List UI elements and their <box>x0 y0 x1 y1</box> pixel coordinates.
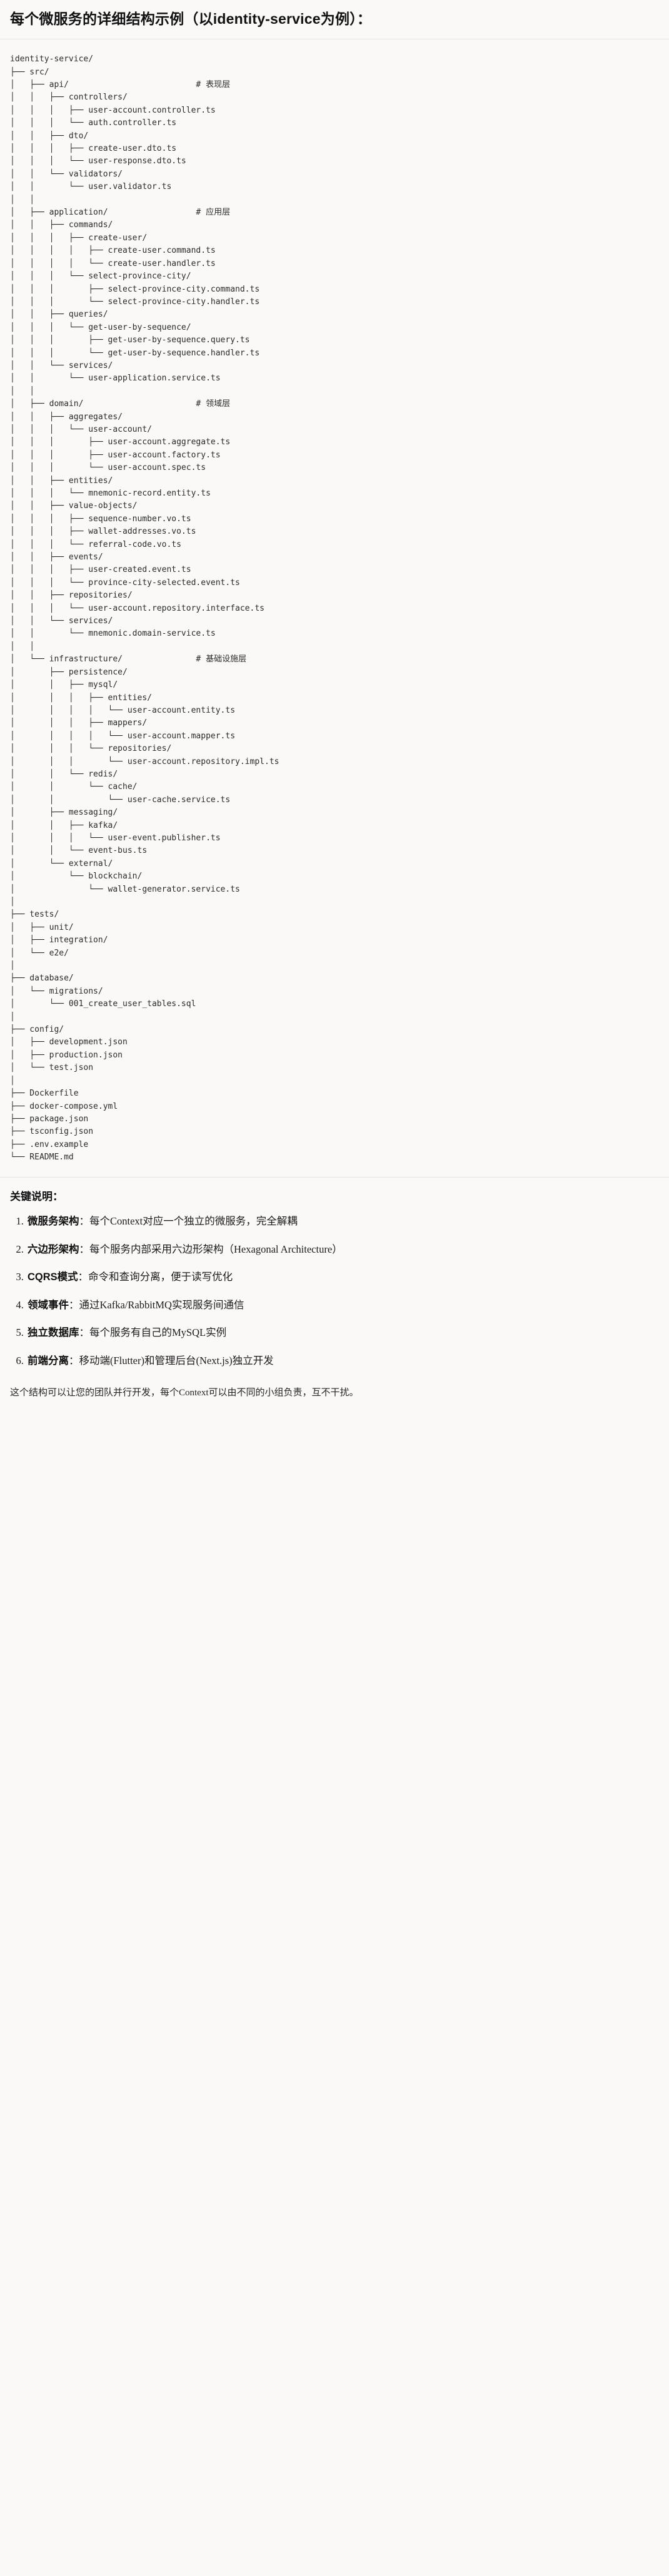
note-term: 独立数据库 <box>28 1327 79 1339</box>
note-body: ：移动端(Flutter)和管理后台(Next.js)独立开发 <box>69 1354 274 1367</box>
note-term: 领域事件 <box>28 1299 69 1311</box>
list-item: 六边形架构：每个服务内部采用六边形架构（Hexagonal Architectu… <box>26 1241 659 1258</box>
note-body: ：每个服务内部采用六边形架构（Hexagonal Architecture） <box>79 1243 343 1255</box>
document-page: 每个微服务的详细结构示例（以identity-service为例）： ident… <box>0 0 669 1414</box>
page-title: 每个微服务的详细结构示例（以identity-service为例）： <box>10 11 372 27</box>
key-notes-list: 微服务架构：每个Context对应一个独立的微服务，完全解耦 六边形架构：每个服… <box>10 1213 659 1369</box>
list-item: 独立数据库：每个服务有自己的MySQL实例 <box>26 1325 659 1341</box>
note-term: CQRS模式 <box>28 1271 78 1283</box>
directory-tree-block: identity-service/ ├── src/ │ ├── api/ # … <box>0 39 669 1177</box>
note-body: ：每个服务有自己的MySQL实例 <box>79 1326 227 1339</box>
list-item: 微服务架构：每个Context对应一个独立的微服务，完全解耦 <box>26 1213 659 1230</box>
tree-divider <box>0 1176 669 1178</box>
note-term: 前端分离 <box>28 1355 69 1367</box>
note-body: ：通过Kafka/RabbitMQ实现服务间通信 <box>69 1298 244 1311</box>
key-notes-heading: 关键说明： <box>10 1190 63 1203</box>
directory-tree: identity-service/ ├── src/ │ ├── api/ # … <box>10 54 279 1163</box>
note-term: 六边形架构 <box>28 1243 79 1255</box>
closing-paragraph: 这个结构可以让您的团队并行开发，每个Context可以由不同的小组负责，互不干扰… <box>10 1388 359 1398</box>
list-item: 领域事件：通过Kafka/RabbitMQ实现服务间通信 <box>26 1297 659 1314</box>
note-term: 微服务架构 <box>28 1216 79 1228</box>
key-notes-section: 关键说明： 微服务架构：每个Context对应一个独立的微服务，完全解耦 六边形… <box>0 1178 669 1380</box>
note-body: ：命令和查询分离，便于读写优化 <box>78 1271 233 1283</box>
list-item: CQRS模式：命令和查询分离，便于读写优化 <box>26 1269 659 1286</box>
list-item: 前端分离：移动端(Flutter)和管理后台(Next.js)独立开发 <box>26 1353 659 1370</box>
note-body: ：每个Context对应一个独立的微服务，完全解耦 <box>79 1215 298 1228</box>
